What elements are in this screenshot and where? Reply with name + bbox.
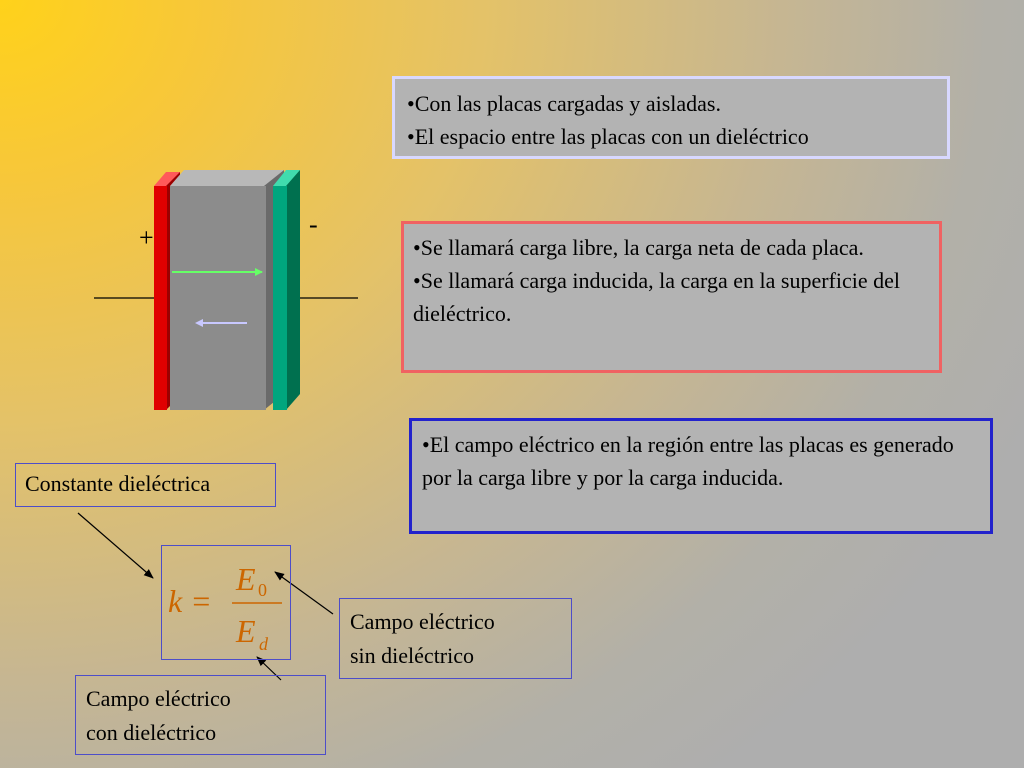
formula-denominator: E — [235, 613, 256, 649]
pointer-arrow-without — [274, 571, 334, 615]
label-dielectric-constant: Constante dieléctrica — [15, 463, 276, 507]
formula-lhs: k = — [168, 583, 212, 619]
pointer-arrow-constant — [77, 512, 154, 579]
label-field-with-line-1: Campo eléctrico — [86, 686, 231, 711]
formula-numerator-sub: 0 — [258, 580, 267, 600]
info-field-text: •El campo eléctrico en la región entre l… — [422, 432, 954, 490]
formula-denominator-sub: d — [259, 634, 269, 654]
label-field-with-dielectric: Campo eléctrico con dieléctrico — [75, 675, 326, 755]
pointer-arrow-with — [256, 656, 282, 681]
dielectric-slab — [170, 170, 284, 410]
minus-sign: - — [309, 210, 318, 239]
formula-svg: k = E 0 E d — [168, 561, 282, 654]
label-field-without-line-2: sin dieléctrico — [350, 643, 475, 668]
info-plates-line-2: •El espacio entre las placas con un diel… — [407, 124, 809, 149]
info-charges-line-1: •Se llamará carga libre, la carga neta d… — [413, 235, 864, 260]
info-plates-line-1: •Con las placas cargadas y aisladas. — [407, 91, 721, 116]
formula-numerator: E — [235, 561, 256, 597]
info-box-field: •El campo eléctrico en la región entre l… — [409, 418, 993, 534]
formula-box: k = E 0 E d — [161, 545, 291, 660]
label-field-with-line-2: con dieléctrico — [86, 720, 217, 745]
plus-sign: + — [139, 223, 154, 252]
info-box-plates: •Con las placas cargadas y aisladas. •El… — [392, 76, 950, 159]
label-field-without-dielectric: Campo eléctrico sin dieléctrico — [339, 598, 572, 679]
label-dielectric-constant-text: Constante dieléctrica — [25, 471, 211, 496]
negative-plate — [273, 170, 300, 410]
info-charges-line-2: •Se llamará carga inducida, la carga en … — [413, 268, 900, 326]
info-box-charges: •Se llamará carga libre, la carga neta d… — [401, 221, 942, 373]
label-field-without-line-1: Campo eléctrico — [350, 609, 495, 634]
